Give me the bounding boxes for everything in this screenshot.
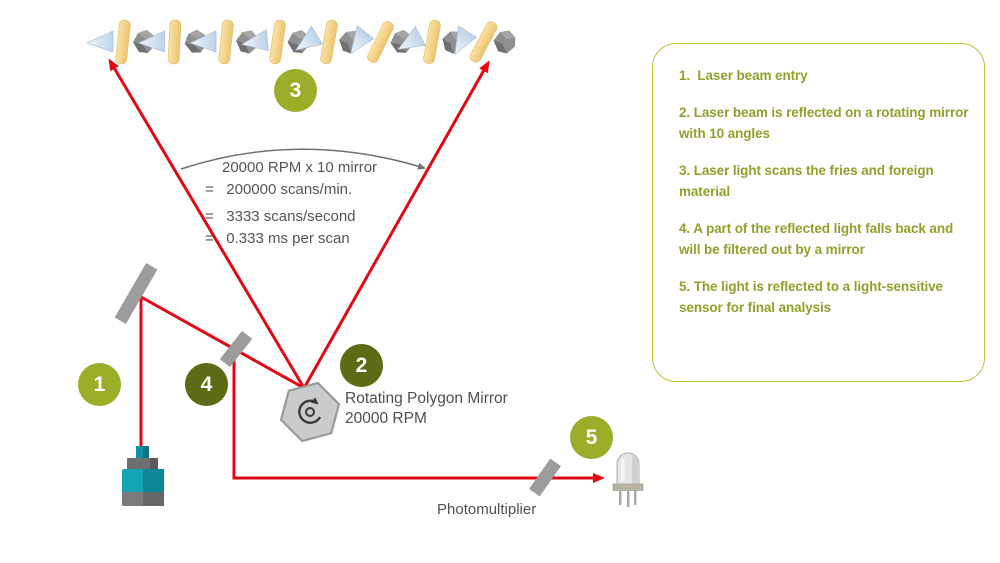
photomultiplier-mirror-icon <box>529 458 561 497</box>
scan-math-line: = 0.333 ms per scan <box>205 230 350 247</box>
step-badge-3: 3 <box>274 69 317 112</box>
legend-item-5: 5. The light is reflected to a light-sen… <box>679 279 947 315</box>
fry-icon <box>217 19 235 65</box>
entry-mirror-icon <box>114 262 158 325</box>
scan-math-line: = 3333 scans/second <box>205 208 356 225</box>
scan-math-line: 20000 RPM x 10 mirror <box>222 159 378 176</box>
beam-to-fries-left <box>108 58 306 389</box>
legend-item-3: 3. Laser light scans the fries and forei… <box>679 163 938 199</box>
legend-item-2: 2. Laser beam is reflected on a rotating… <box>679 105 973 141</box>
scan-math-line: = 200000 scans/min. <box>205 181 353 198</box>
laser-source-icon <box>122 446 164 506</box>
polygon-mirror-rpm: 20000 RPM <box>345 410 427 427</box>
beam-to-photomultiplier <box>232 350 605 483</box>
step-badge-5: 5 <box>570 416 613 459</box>
photomultiplier-icon <box>612 452 644 507</box>
fry-icon <box>167 19 182 65</box>
conveyor-row <box>86 19 518 65</box>
step-badge-1: 1 <box>78 363 121 406</box>
legend-box: 1. Laser beam entry 2. Laser beam is ref… <box>652 43 985 382</box>
scan-math: 20000 RPM x 10 mirror = 200000 scans/min… <box>205 157 377 250</box>
beam-to-fries-right <box>302 60 490 389</box>
fry-icon <box>468 19 499 65</box>
polygon-mirror-icon <box>279 381 341 443</box>
glass-shard-icon <box>86 30 114 53</box>
fry-icon <box>114 19 132 65</box>
polygon-mirror-title: Rotating Polygon Mirror <box>345 390 508 407</box>
fry-icon <box>268 19 287 65</box>
photomultiplier-label: Photomultiplier <box>437 501 537 518</box>
step-badge-2: 2 <box>340 344 383 387</box>
fry-icon <box>365 19 396 65</box>
polygon-mirror-label: Rotating Polygon Mirror 20000 RPM <box>345 389 508 429</box>
scan-arc-arrow <box>180 148 426 170</box>
legend-item-4: 4. A part of the reflected light falls b… <box>679 221 957 257</box>
legend-item-1: 1. Laser beam entry <box>679 68 808 83</box>
fry-icon <box>422 19 442 65</box>
filter-mirror-icon <box>219 330 253 368</box>
fry-icon <box>319 19 339 65</box>
step-badge-4: 4 <box>185 363 228 406</box>
stone-icon <box>492 28 518 55</box>
